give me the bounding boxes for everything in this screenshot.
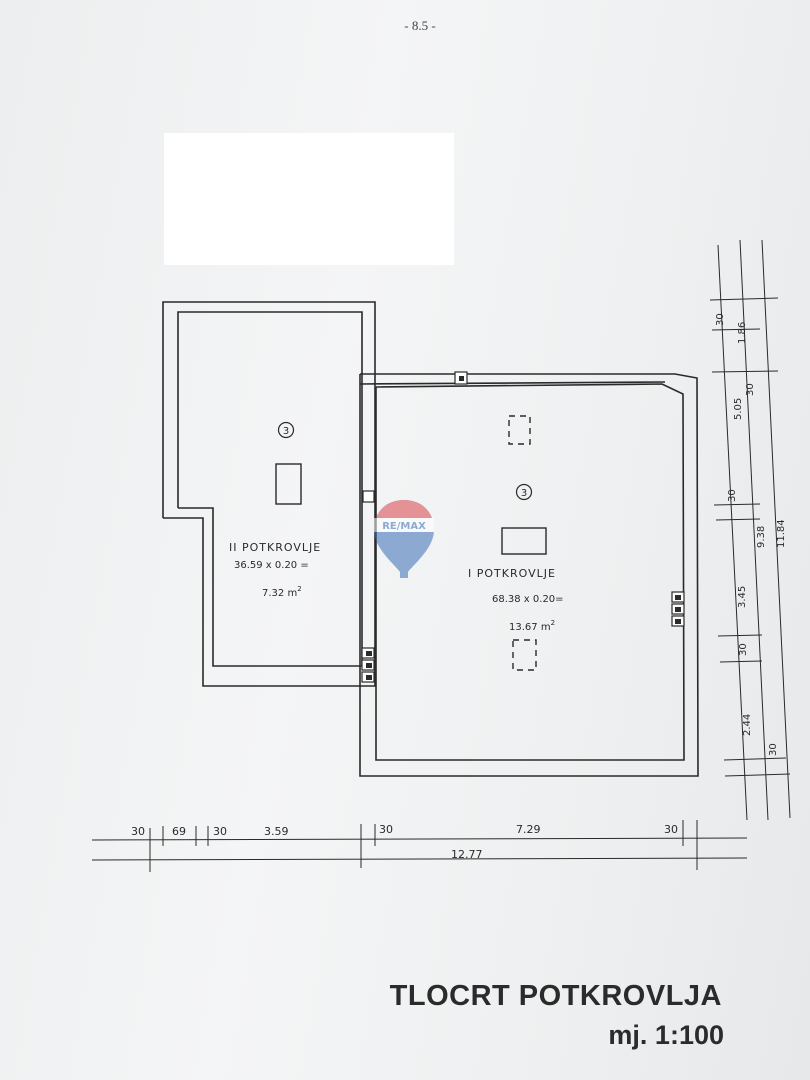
page-number: - 8.5 -	[404, 18, 436, 33]
left-room-inner-wall	[177, 311, 363, 667]
dim-right-7: 30	[768, 743, 779, 756]
right-room-inner-wall	[375, 383, 685, 761]
dim-right-4: 3.45	[737, 586, 748, 608]
skylight-left	[275, 463, 302, 505]
redacted-area	[164, 133, 454, 265]
dim-right-2: 5.05	[733, 398, 744, 420]
dim-right-5: 30	[738, 643, 749, 656]
room-area-right: 13.67 m2	[509, 619, 555, 633]
dim-right-outer-3: 11.84	[776, 519, 787, 548]
right-room-outer-wall	[359, 373, 699, 777]
left-room-outer-wall	[162, 301, 376, 687]
right-dimension-lines	[709, 239, 791, 821]
dim-right-outer-2: 9.38	[756, 526, 767, 548]
room-name-left: II POTKROVLJE	[229, 541, 321, 554]
dim-right-inner-30b: 30	[745, 383, 756, 396]
dim-right-3: 30	[727, 489, 738, 502]
remax-balloon-icon: RE/MAX	[374, 500, 434, 578]
watermark-label: RE/MAX	[382, 521, 426, 532]
plan-title: TLOCRT POTKROVLJA	[389, 980, 722, 1012]
room-formula-right: 68.38 x 0.20=	[492, 594, 564, 605]
dim-right-1: 30	[715, 313, 726, 326]
dim-bottom-2: 69	[172, 825, 186, 838]
svg-text:3: 3	[283, 426, 289, 437]
room-formula-left: 36.59 x 0.20 =	[234, 560, 309, 571]
skylights	[275, 415, 547, 671]
dim-bottom-4: 3.59	[264, 825, 289, 838]
room-name-right: I POTKROVLJE	[468, 567, 556, 580]
right-dimension-labels: 30 5.05 30 3.45 30 2.44 30 1.86 9.38 11.…	[715, 313, 787, 756]
dim-bottom-total: 12.77	[451, 848, 483, 861]
roof-window-dashed-1	[508, 415, 531, 445]
dim-bottom-5: 30	[379, 823, 393, 836]
dim-right-outer-1: 1.86	[737, 322, 748, 344]
dim-bottom-7: 30	[664, 823, 678, 836]
room-marker-right: 3	[515, 483, 533, 501]
svg-text:3: 3	[521, 488, 527, 499]
roof-window-dashed-2	[512, 639, 537, 671]
room-area-left: 7.32 m2	[262, 585, 302, 599]
skylight-right	[501, 527, 547, 555]
plan-scale: mj. 1:100	[608, 1020, 724, 1050]
bottom-dimension-labels: 30 69 30 3.59 30 7.29 30 12.77	[131, 823, 678, 861]
bottom-dimension-lines	[91, 820, 748, 872]
room-marker-left: 3	[277, 421, 295, 439]
dim-bottom-3: 30	[213, 825, 227, 838]
dim-right-6: 2.44	[742, 714, 753, 736]
dim-bottom-6: 7.29	[516, 823, 541, 836]
dim-bottom-1: 30	[131, 825, 145, 838]
